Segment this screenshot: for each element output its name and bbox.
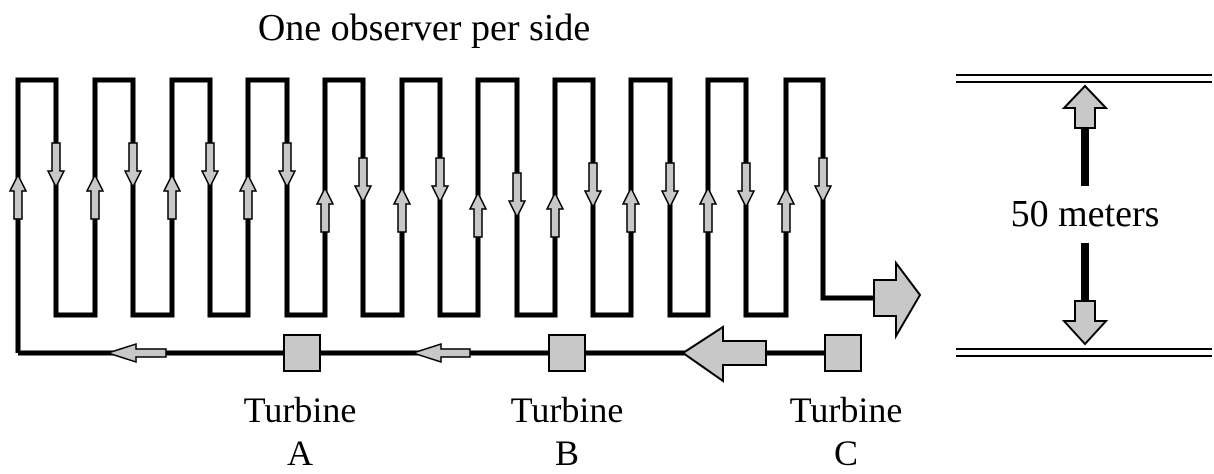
down-arrow-icon [123,142,143,189]
up-arrow-icon [1061,84,1109,129]
turbine-c-letter: C [834,433,858,473]
up-arrow-icon [776,186,796,233]
turbine-b-name: Turbine [511,390,624,430]
up-arrow-icon [315,186,335,233]
turbine-a-name: Turbine [244,390,357,430]
up-arrow-icon [545,191,565,238]
serpentine-line [15,77,874,353]
up-arrow-icon [8,173,28,220]
down-arrow-icon [277,142,297,189]
down-arrow-icon [430,157,450,204]
down-arrow-icon [660,162,680,209]
turbine-a-square [283,334,321,372]
turbine-c-name: Turbine [790,390,903,430]
lane-arrow-group [8,142,833,238]
serpentine-flow-path [15,77,874,353]
down-arrow-icon [1061,300,1109,346]
up-arrow-icon [392,186,412,233]
up-arrow-icon [162,173,182,220]
down-arrow-icon [200,142,220,189]
turbine-b-letter: B [555,433,579,473]
turbine-a-letter: A [287,433,313,473]
up-arrow-icon [238,173,258,220]
up-arrow-icon [468,191,488,238]
exit-arrow-icon [873,260,922,340]
turbine-b-square [548,334,586,372]
down-arrow-icon [736,162,756,209]
turbine-c-square [824,334,862,372]
up-arrow-icon [621,186,641,233]
diagram-title: One observer per side [258,7,590,49]
up-arrow-icon [85,173,105,220]
up-arrow-icon [698,186,718,233]
down-arrow-icon [583,162,603,209]
left-arrow-icon [105,342,167,364]
down-arrow-icon [46,142,66,189]
down-arrow-icon [353,157,373,204]
down-arrow-icon [507,172,527,219]
dimension-label: 50 meters [1011,193,1160,235]
down-arrow-icon [813,157,833,204]
left-arrow-icon [410,342,471,364]
large-left-arrow-icon [681,325,767,383]
